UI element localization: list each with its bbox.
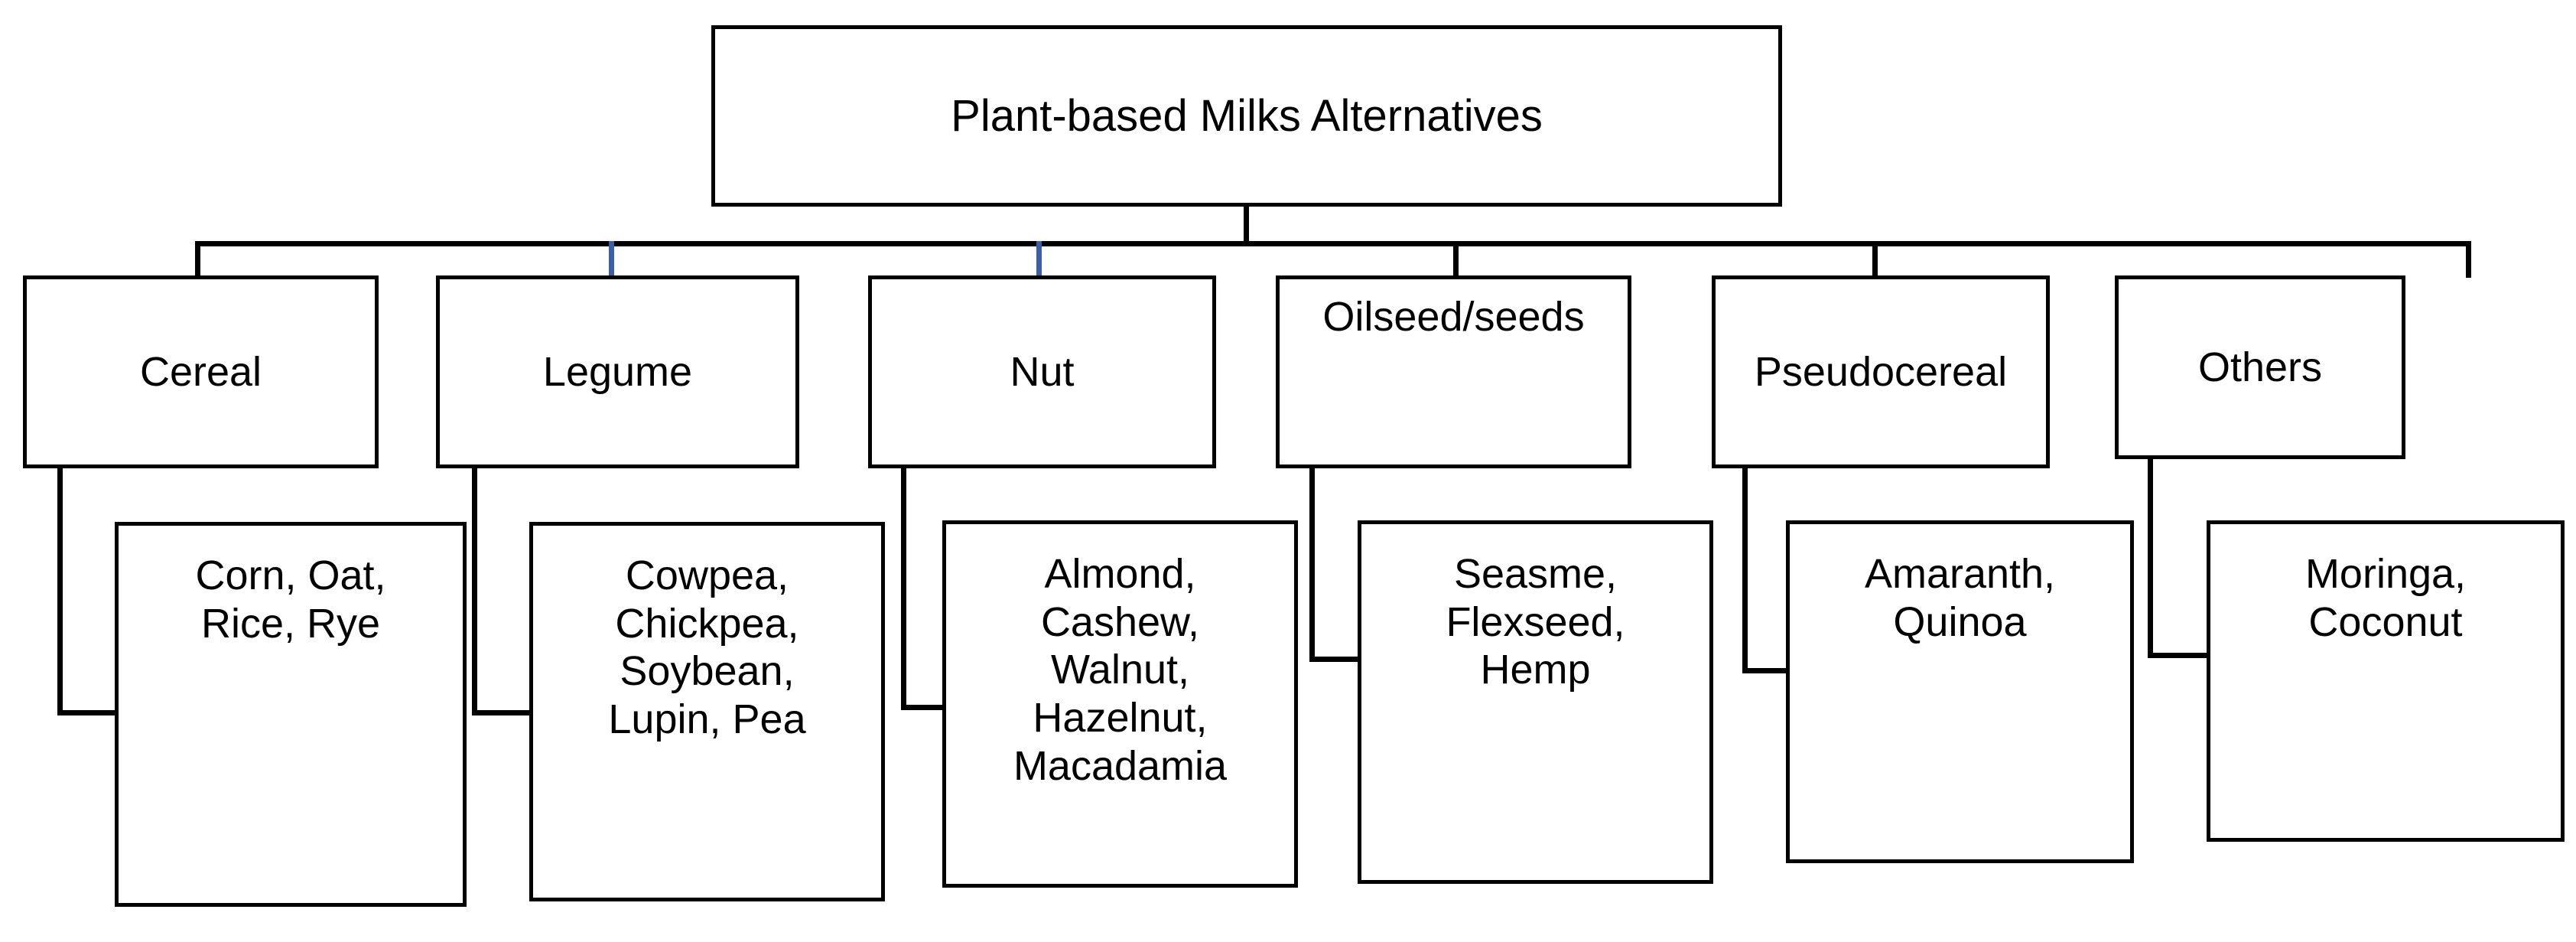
leaf-node-label: Almond, Cashew, Walnut, Hazelnut, Macada… [1013,551,1228,789]
category-node-label: Cereal [139,348,262,395]
connector-elbow-horizontal-pseudocereal [1742,668,1790,673]
root-node-label: Plant-based Milks Alternatives [951,90,1543,141]
connector-root-stem [1244,207,1249,246]
leaf-node-cereal-items[interactable]: Corn, Oat, Rice, Rye [115,522,467,907]
connector-horizontal-bus [197,241,2471,246]
category-node-cereal[interactable]: Cereal [23,275,379,468]
leaf-node-label: Seasme, Flexseed, Hemp [1446,551,1625,693]
connector-elbow-horizontal-oilseed [1309,657,1361,662]
connector-bus-drop-pseudocereal [1872,241,1878,278]
connector-bus-drop-nut [1036,241,1042,278]
leaf-node-pseudocereal-items[interactable]: Amaranth, Quinoa [1786,520,2134,863]
category-node-label: Legume [542,348,693,395]
connector-elbow-vertical-pseudocereal [1742,467,1748,673]
connector-bus-drop-others [2466,241,2471,278]
connector-elbow-horizontal-others [2148,653,2210,658]
leaf-node-label: Cowpea, Chickpea, Soybean, Lupin, Pea [608,552,806,742]
category-node-label: Oilseed/seeds [1322,294,1585,340]
connector-bus-drop-oilseed [1453,241,1459,278]
connector-elbow-horizontal-legume [472,710,533,715]
leaf-node-nut-items[interactable]: Almond, Cashew, Walnut, Hazelnut, Macada… [942,520,1298,888]
leaf-node-label: Corn, Oat, Rice, Rye [195,552,386,647]
connector-elbow-vertical-others [2148,458,2153,658]
connector-elbow-vertical-legume [472,467,477,715]
category-node-label: Nut [1010,348,1075,395]
category-node-nut[interactable]: Nut [868,275,1216,468]
connector-elbow-horizontal-cereal [57,710,119,715]
category-node-label: Others [2197,344,2323,390]
connector-elbow-horizontal-nut [901,705,947,710]
root-node-plant-based-milks-alternatives[interactable]: Plant-based Milks Alternatives [711,25,1782,207]
category-node-label: Pseudocereal [1754,348,2008,395]
category-node-oilseed-seeds[interactable]: Oilseed/seeds [1276,275,1631,468]
leaf-node-others-items[interactable]: Moringa, Coconut [2207,520,2565,842]
leaf-node-legume-items[interactable]: Cowpea, Chickpea, Soybean, Lupin, Pea [529,522,885,901]
connector-bus-drop-cereal [195,241,200,278]
leaf-node-label: Amaranth, Quinoa [1864,551,2056,645]
leaf-node-label: Moringa, Coconut [2304,551,2467,645]
connector-elbow-vertical-nut [901,467,906,710]
connector-elbow-vertical-cereal [57,467,63,715]
leaf-node-oilseed-items[interactable]: Seasme, Flexseed, Hemp [1358,520,1713,884]
category-node-pseudocereal[interactable]: Pseudocereal [1712,275,2050,468]
category-node-others[interactable]: Others [2115,275,2405,459]
connector-bus-drop-legume [609,241,614,278]
connector-elbow-vertical-oilseed [1309,467,1315,662]
category-node-legume[interactable]: Legume [436,275,799,468]
